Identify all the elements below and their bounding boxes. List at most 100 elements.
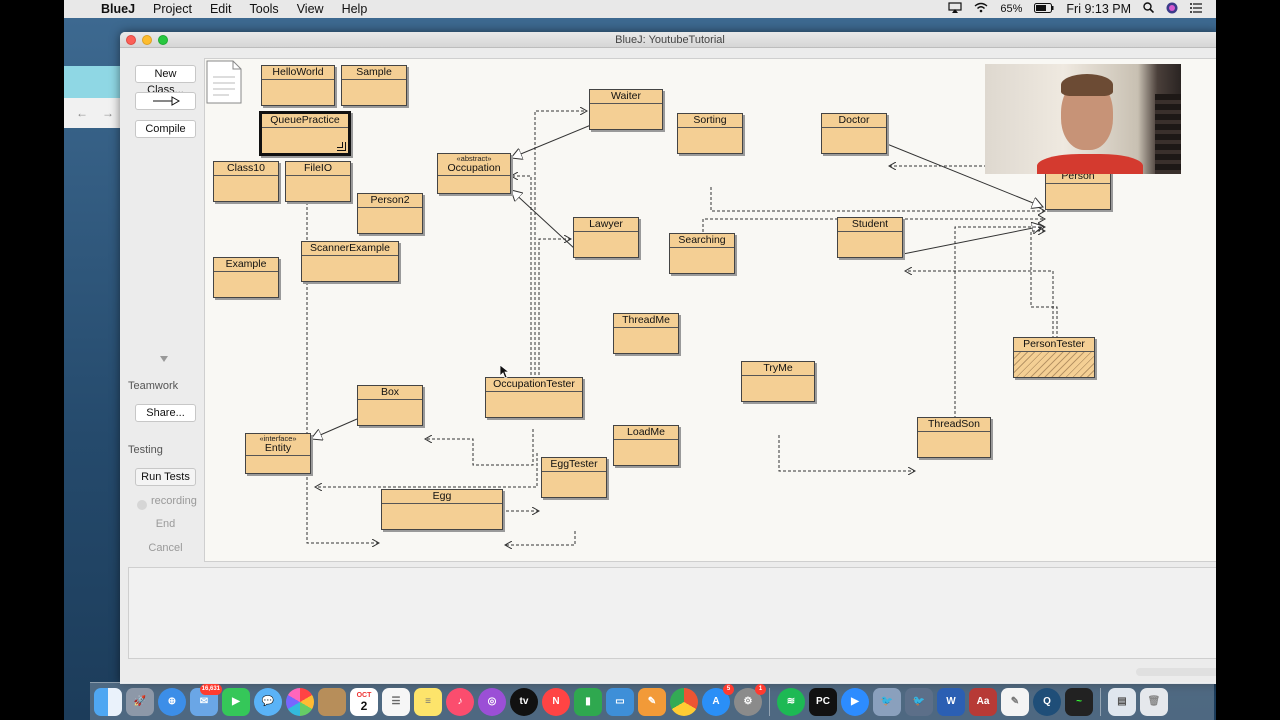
class-name: LoadMe [614, 426, 678, 440]
close-window-button[interactable] [126, 35, 136, 45]
menu-help[interactable]: Help [341, 2, 368, 16]
minimize-window-button[interactable] [142, 35, 152, 45]
class-egg[interactable]: Egg [381, 489, 503, 530]
numbers-icon[interactable]: ▮ [574, 687, 602, 716]
zoom-icon[interactable]: ▶ [841, 687, 869, 716]
documents-icon[interactable]: ▤ [1108, 687, 1136, 716]
podcasts-icon[interactable]: ◎ [478, 687, 506, 716]
word-icon[interactable]: W [937, 687, 965, 716]
pycharm-icon[interactable]: PC [809, 687, 837, 716]
system-preferences-badge: 1 [755, 683, 766, 695]
textedit-icon[interactable]: ✎ [1001, 687, 1029, 716]
class-threadson[interactable]: ThreadSon [917, 417, 991, 458]
launchpad-icon[interactable]: 🚀 [126, 687, 154, 716]
class-occupation[interactable]: «abstract»Occupation [437, 153, 511, 194]
cancel-button[interactable]: Cancel [148, 542, 183, 554]
contacts-icon[interactable] [318, 687, 346, 716]
end-button[interactable]: End [155, 518, 176, 530]
siri-icon[interactable] [1166, 2, 1178, 17]
class-example[interactable]: Example [213, 257, 279, 298]
zoom-window-button[interactable] [158, 35, 168, 45]
battery-icon[interactable] [1034, 2, 1054, 16]
tryme-uses-threadson [778, 435, 915, 471]
class-searching[interactable]: Searching [669, 233, 735, 274]
window-titlebar[interactable]: BlueJ: YoutubeTutorial [120, 32, 1216, 48]
collapse-triangle-icon[interactable] [160, 356, 168, 362]
finder-icon[interactable] [94, 687, 122, 716]
resize-handle-icon[interactable] [337, 142, 346, 151]
class-name: ThreadSon [918, 418, 990, 432]
music-icon[interactable]: ♪ [446, 687, 474, 716]
bluej-icon[interactable]: 🐦 [873, 687, 901, 716]
class-queuepractice[interactable]: QueuePractice [259, 111, 351, 156]
compile-button[interactable]: Compile [135, 120, 196, 138]
run-tests-button[interactable]: Run Tests [135, 468, 196, 486]
new-arrow-button[interactable] [135, 92, 196, 110]
class-name: FileIO [286, 162, 350, 176]
quicktime-icon[interactable]: Q [1033, 687, 1061, 716]
class-fileio[interactable]: FileIO [285, 161, 351, 202]
safari-icon[interactable]: ⊕ [158, 687, 186, 716]
class-name: Class10 [214, 162, 278, 176]
activity-monitor-icon[interactable]: ~ [1065, 687, 1093, 716]
new-class-button[interactable]: New Class... [135, 65, 196, 96]
spotify-icon[interactable]: ≋ [777, 687, 805, 716]
keynote-icon[interactable]: ▭ [606, 687, 634, 716]
menu-project[interactable]: Project [153, 2, 192, 16]
system-preferences-icon[interactable]: ⚙1 [734, 683, 766, 716]
facetime-icon[interactable]: ▶ [222, 687, 250, 716]
doctor-extends-person [886, 143, 1043, 207]
reminders-icon[interactable]: ☰ [382, 687, 410, 716]
photos-icon[interactable] [286, 687, 314, 716]
notes-icon[interactable]: ≡ [414, 687, 442, 716]
back-arrow-icon[interactable]: ← [76, 106, 88, 120]
trash-icon[interactable]: 🗑 [1140, 687, 1168, 716]
horizontal-scrollbar[interactable] [1136, 668, 1216, 676]
airplay-icon[interactable] [948, 2, 962, 16]
eggtester-uses-egg-a [505, 531, 576, 545]
class-person2[interactable]: Person2 [357, 193, 423, 234]
pages-icon[interactable]: ✎ [638, 687, 666, 716]
clock[interactable]: Fri 9:13 PM [1066, 2, 1131, 16]
object-bench[interactable] [128, 567, 1216, 659]
menu-app-bluej[interactable]: BlueJ [101, 2, 136, 16]
tv-icon[interactable]: tv [510, 687, 538, 716]
wifi-icon[interactable] [974, 2, 988, 16]
spotlight-icon[interactable] [1143, 2, 1155, 16]
class-student[interactable]: Student [837, 217, 903, 258]
class-tryme[interactable]: TryMe [741, 361, 815, 402]
class-sorting[interactable]: Sorting [677, 113, 743, 154]
class-persontester[interactable]: PersonTester [1013, 337, 1095, 378]
class-box[interactable]: Box [357, 385, 423, 426]
class-waiter[interactable]: Waiter [589, 89, 663, 130]
class-eggtester[interactable]: EggTester [541, 457, 607, 498]
mail-icon[interactable]: ✉16,631 [190, 683, 222, 716]
menu-view[interactable]: View [296, 2, 324, 16]
class-scannerexample[interactable]: ScannerExample [301, 241, 399, 282]
forward-arrow-icon[interactable]: → [102, 106, 114, 120]
class-loadme[interactable]: LoadMe [613, 425, 679, 466]
share-button[interactable]: Share... [135, 404, 196, 422]
class-helloworld[interactable]: HelloWorld [261, 65, 335, 106]
menu-tools[interactable]: Tools [249, 2, 279, 16]
class-doctor[interactable]: Doctor [821, 113, 887, 154]
bluej-2-icon[interactable]: 🐦 [905, 687, 933, 716]
class-person[interactable]: Person [1045, 169, 1111, 210]
background-browser-window: ←→ [64, 66, 120, 128]
class-threadme[interactable]: ThreadMe [613, 313, 679, 354]
news-icon[interactable]: N [542, 687, 570, 716]
messages-icon[interactable]: 💬 [254, 687, 282, 716]
class-name: OccupationTester [486, 378, 582, 392]
class-sample[interactable]: Sample [341, 65, 407, 106]
class-class10[interactable]: Class10 [213, 161, 279, 202]
chrome-icon[interactable] [670, 687, 698, 716]
class-occupationtester[interactable]: OccupationTester [485, 377, 583, 418]
class-lawyer[interactable]: Lawyer [573, 217, 639, 258]
package-readme-icon[interactable] [205, 59, 243, 105]
menu-edit[interactable]: Edit [209, 2, 232, 16]
dictionary-icon[interactable]: Aa [969, 687, 997, 716]
notification-center-icon[interactable] [1190, 2, 1202, 16]
class-entity[interactable]: «interface»Entity [245, 433, 311, 474]
